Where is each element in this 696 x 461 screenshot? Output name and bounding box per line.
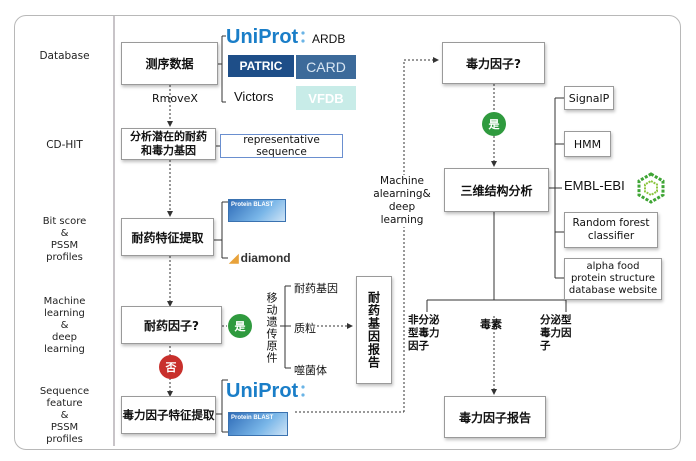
rmovex-label: RmoveX xyxy=(152,92,198,105)
victors-label: Victors xyxy=(234,89,274,104)
protein-blast-logo-top: Protein BLAST xyxy=(228,199,286,222)
uniprot-logo-bottom: UniProt xyxy=(226,378,306,404)
virulence-factor-report-box: 毒力因子报告 xyxy=(444,396,546,438)
analyze-genes-box: 分析潜在的耐药和毒力基因 xyxy=(121,128,216,160)
random-forest-box: Random forest classifier xyxy=(564,212,658,248)
3d-structure-analysis-box: 三维结构分析 xyxy=(444,168,549,212)
uniprot-logo-text-bottom: UniProt xyxy=(226,379,299,402)
resistance-factor-question-box: 耐药因子? xyxy=(121,306,222,344)
uniprot-logo-text: UniProt xyxy=(226,25,299,48)
sequencing-data-box: 测序数据 xyxy=(121,42,218,85)
plasmid-label: 质粒 xyxy=(294,322,316,335)
sidebar-label-bitscore: Bit score & PSSM profiles xyxy=(42,216,87,263)
sidebar-label-cdhit: CD-HIT xyxy=(46,139,83,151)
sidebar: Database CD-HIT Bit score & PSSM profile… xyxy=(16,16,115,446)
uniprot-dots-icon-bottom xyxy=(301,385,305,397)
resistance-gene-label: 耐药基因 xyxy=(294,282,338,295)
embl-ebi-hexagon-icon xyxy=(637,172,665,204)
secreted-virulence-label: 分泌型 毒力因 子 xyxy=(540,314,572,352)
diamond-logo: ◢ diamond xyxy=(229,250,291,266)
ardb-label: ARDB xyxy=(312,32,346,46)
uniprot-dots-icon xyxy=(301,31,305,43)
patric-logo: PATRIC xyxy=(228,55,294,77)
diamond-icon: ◢ xyxy=(229,251,239,265)
mobile-genetic-element-label: 移动遗传原件 xyxy=(265,292,278,364)
hmm-box: HMM xyxy=(564,131,611,157)
alpha-food-db-box: alpha food protein structure database we… xyxy=(564,258,662,300)
sidebar-label-sequence-feature: Sequence feature & PSSM profiles xyxy=(39,386,90,445)
ml-dl-label: Machine alearning& deep learning xyxy=(372,175,432,227)
no-badge: 否 xyxy=(159,355,183,379)
resistance-feature-extraction-box: 耐药特征提取 xyxy=(121,218,214,256)
sidebar-label-database: Database xyxy=(39,50,90,62)
diamond-logo-text: diamond xyxy=(240,251,291,265)
vfdb-logo: VFDB xyxy=(296,86,356,110)
card-logo: CARD xyxy=(296,55,356,79)
phage-label: 噬菌体 xyxy=(294,364,327,377)
resistance-gene-report-box: 耐药基因报告 xyxy=(356,276,392,384)
embl-ebi-label: EMBL-EBI xyxy=(564,178,625,193)
non-secreted-virulence-label: 非分泌 型毒力 因子 xyxy=(408,314,440,352)
toxin-label: 毒素 xyxy=(480,318,502,331)
signalp-box: SignalP xyxy=(564,86,614,110)
virulence-feature-extraction-box: 毒力因子特征提取 xyxy=(121,396,216,434)
protein-blast-logo-bottom: Protein BLAST xyxy=(228,412,288,436)
yes-badge-left: 是 xyxy=(228,314,252,338)
sidebar-label-ml: Machine learning & deep learning xyxy=(43,296,86,355)
virulence-factor-question-box: 毒力因子? xyxy=(442,42,545,84)
representative-sequence-box: representative sequence xyxy=(220,134,343,158)
yes-badge-right: 是 xyxy=(482,112,506,136)
uniprot-logo-top: UniProt xyxy=(226,24,306,50)
